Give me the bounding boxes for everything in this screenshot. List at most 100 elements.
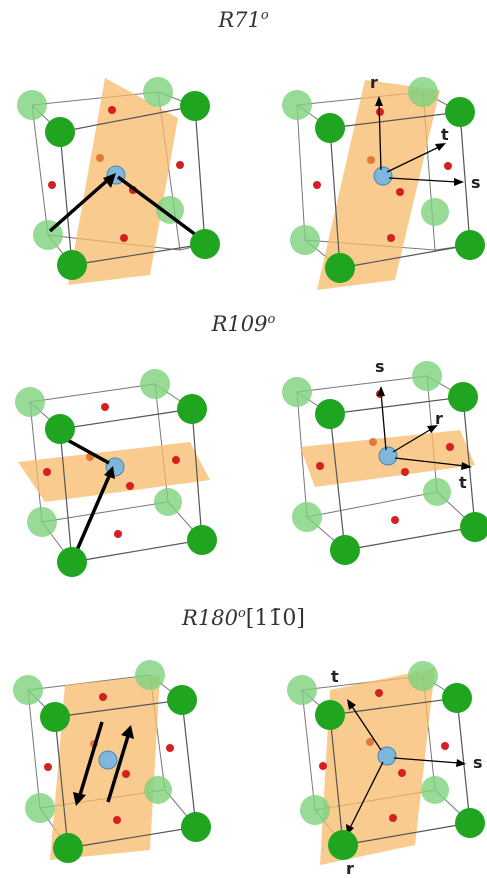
corner-atom xyxy=(290,225,320,255)
face-atom xyxy=(401,468,409,476)
face-atom xyxy=(176,161,184,169)
axis-arrow-head xyxy=(456,759,466,767)
face-atom xyxy=(389,814,397,822)
corner-atom xyxy=(408,661,438,691)
corner-atom xyxy=(40,702,70,732)
face-atom xyxy=(376,108,384,116)
axis-label-t: t xyxy=(331,667,339,686)
corner-atom xyxy=(442,683,472,713)
corner-atom xyxy=(445,97,475,127)
axis-arrow-head xyxy=(454,178,464,186)
face-atom xyxy=(44,763,52,771)
corner-atom xyxy=(330,535,360,565)
face-atom xyxy=(369,438,377,446)
corner-atom xyxy=(315,700,345,730)
title-r180: R180o[11̄0] xyxy=(0,606,487,631)
axis-arrow-head xyxy=(347,699,356,710)
axis-arrow-head xyxy=(427,425,438,433)
arrow-head xyxy=(73,792,86,806)
center-atom xyxy=(378,446,398,466)
face-atom xyxy=(113,816,121,824)
face-atom xyxy=(375,689,383,697)
corner-atom xyxy=(177,394,207,424)
arrow-head xyxy=(103,173,116,188)
face-atom xyxy=(99,693,107,701)
corner-atom xyxy=(408,77,438,107)
face-atom xyxy=(441,742,449,750)
axis-label-s: s xyxy=(375,357,385,376)
face-atom xyxy=(444,162,452,170)
face-atom xyxy=(396,188,404,196)
axis-arrow-head xyxy=(435,143,446,151)
corner-atom xyxy=(421,776,449,804)
corner-atom xyxy=(460,512,487,542)
title-r71-sup: o xyxy=(260,8,269,23)
title-r180-main: R180 xyxy=(182,606,238,630)
corner-atom xyxy=(455,808,485,838)
face-atom xyxy=(313,181,321,189)
corner-atom xyxy=(300,795,330,825)
corner-atom xyxy=(143,77,173,107)
corner-atom xyxy=(57,250,87,280)
face-atom xyxy=(172,456,180,464)
corner-atom xyxy=(15,387,45,417)
corner-atom xyxy=(328,830,358,860)
center-atom xyxy=(377,746,397,766)
axis-label-s: s xyxy=(473,753,483,772)
r71-right-cell: r t s xyxy=(282,73,485,290)
corner-atom xyxy=(45,117,75,147)
face-atom xyxy=(387,234,395,242)
corner-atom xyxy=(53,833,83,863)
axis-label-t: t xyxy=(459,473,467,492)
corner-atom xyxy=(135,660,165,690)
corner-atom xyxy=(448,382,478,412)
axis-label-r: r xyxy=(370,73,378,92)
title-r109-main: R109 xyxy=(211,312,268,336)
r180-left-cell xyxy=(13,660,211,863)
corner-atom xyxy=(315,113,345,143)
corner-atom xyxy=(287,675,317,705)
corner-atom xyxy=(181,812,211,842)
corner-atom xyxy=(190,229,220,259)
axis-label-r: r xyxy=(346,859,354,878)
face-atom xyxy=(367,156,375,164)
corner-atom xyxy=(57,547,87,577)
face-atom xyxy=(122,770,130,778)
r71-left-cell xyxy=(17,77,220,285)
corner-atom xyxy=(292,502,322,532)
face-atom xyxy=(96,154,104,162)
face-atom xyxy=(366,738,374,746)
axis-arrow-head xyxy=(375,96,383,106)
corner-atom xyxy=(17,90,47,120)
corner-atom xyxy=(180,91,210,121)
title-r109: R109o xyxy=(0,312,487,336)
corner-atom xyxy=(45,414,75,444)
title-r180-direction: [11̄0] xyxy=(245,606,305,631)
corner-atom xyxy=(156,196,184,224)
corner-atom xyxy=(282,90,312,120)
corner-atom xyxy=(144,776,172,804)
face-atom xyxy=(120,234,128,242)
corner-atom xyxy=(325,253,355,283)
corner-atom xyxy=(140,369,170,399)
arrow-head xyxy=(121,725,134,739)
corner-atom xyxy=(282,377,312,407)
face-atom xyxy=(114,530,122,538)
title-r180-sup: o xyxy=(237,606,246,621)
face-atom xyxy=(43,468,51,476)
face-atom xyxy=(391,516,399,524)
corner-atom xyxy=(315,399,345,429)
face-atom xyxy=(319,762,327,770)
r180-right-cell: t s r xyxy=(287,661,485,878)
face-atom xyxy=(398,769,406,777)
title-r71-main: R71 xyxy=(218,8,261,32)
center-atom xyxy=(373,166,393,186)
center-atom xyxy=(98,750,118,770)
corner-atom xyxy=(25,793,55,823)
title-r71: R71o xyxy=(0,8,487,32)
axis-label-t: t xyxy=(441,125,449,144)
arrow-head xyxy=(104,466,115,479)
face-atom xyxy=(108,106,116,114)
corner-atom xyxy=(13,675,43,705)
corner-atom xyxy=(27,507,57,537)
